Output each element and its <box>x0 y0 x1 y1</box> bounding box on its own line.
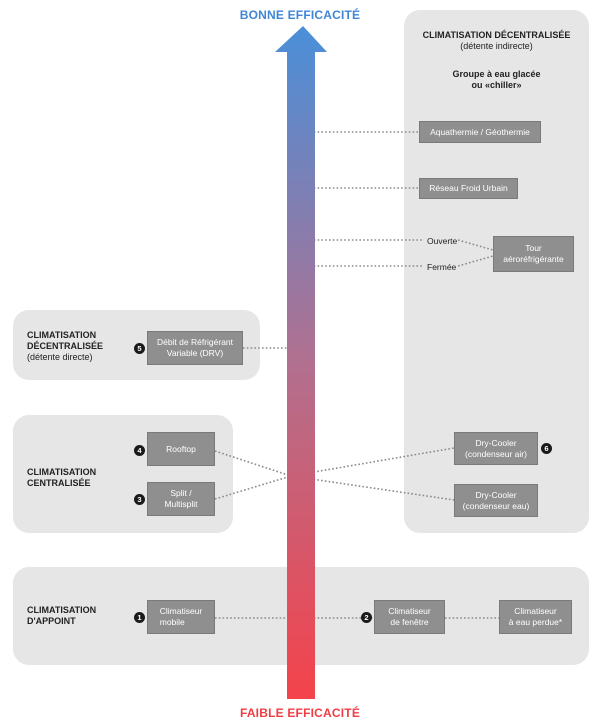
box-rooftop: Rooftop <box>147 432 215 466</box>
box-drycooler-eau: Dry-Cooler(condenseur eau) <box>454 484 538 517</box>
box-drycooler-air: Dry-Cooler(condenseur air) <box>454 432 538 465</box>
panel-appoint-title: CLIMATISATION D'APPOINT <box>27 605 97 626</box>
label-ouverte: Ouverte <box>426 236 459 246</box>
label-fermee: Fermée <box>426 262 458 272</box>
badge-4: 4 <box>134 445 145 456</box>
bottom-efficiency-label: FAIBLE EFFICACITÉ <box>239 706 361 720</box>
box-split-multisplit: Split /Multisplit <box>147 482 215 516</box>
badge-5: 5 <box>134 343 145 354</box>
panel-decentralisee-indirecte-subtitle: (détente indirecte) <box>460 41 533 51</box>
box-reseau-froid-urbain: Réseau Froid Urbain <box>419 178 518 199</box>
panel-decentralisee-indirecte-title: CLIMATISATION DÉCENTRALISÉE (détente ind… <box>404 30 589 52</box>
chiller-group-label: Groupe à eau glacée ou «chiller» <box>452 69 541 90</box>
top-efficiency-label: BONNE EFFICACITÉ <box>239 8 361 22</box>
badge-1: 1 <box>134 612 145 623</box>
box-aquathermie-geothermie: Aquathermie / Géothermie <box>419 121 541 143</box>
badge-3: 3 <box>134 494 145 505</box>
badge-2: 2 <box>361 612 372 623</box>
panel-decentralisee-directe-title: CLIMATISATION DÉCENTRALISÉE (détente dir… <box>27 330 104 362</box>
dotted-connectors <box>214 131 499 619</box>
panel-decentralisee-directe-subtitle: (détente directe) <box>27 352 93 362</box>
badge-6: 6 <box>541 443 552 454</box>
panel-centralisee-title: CLIMATISATION CENTRALISÉE <box>27 467 97 488</box>
efficiency-arrow <box>275 26 327 699</box>
